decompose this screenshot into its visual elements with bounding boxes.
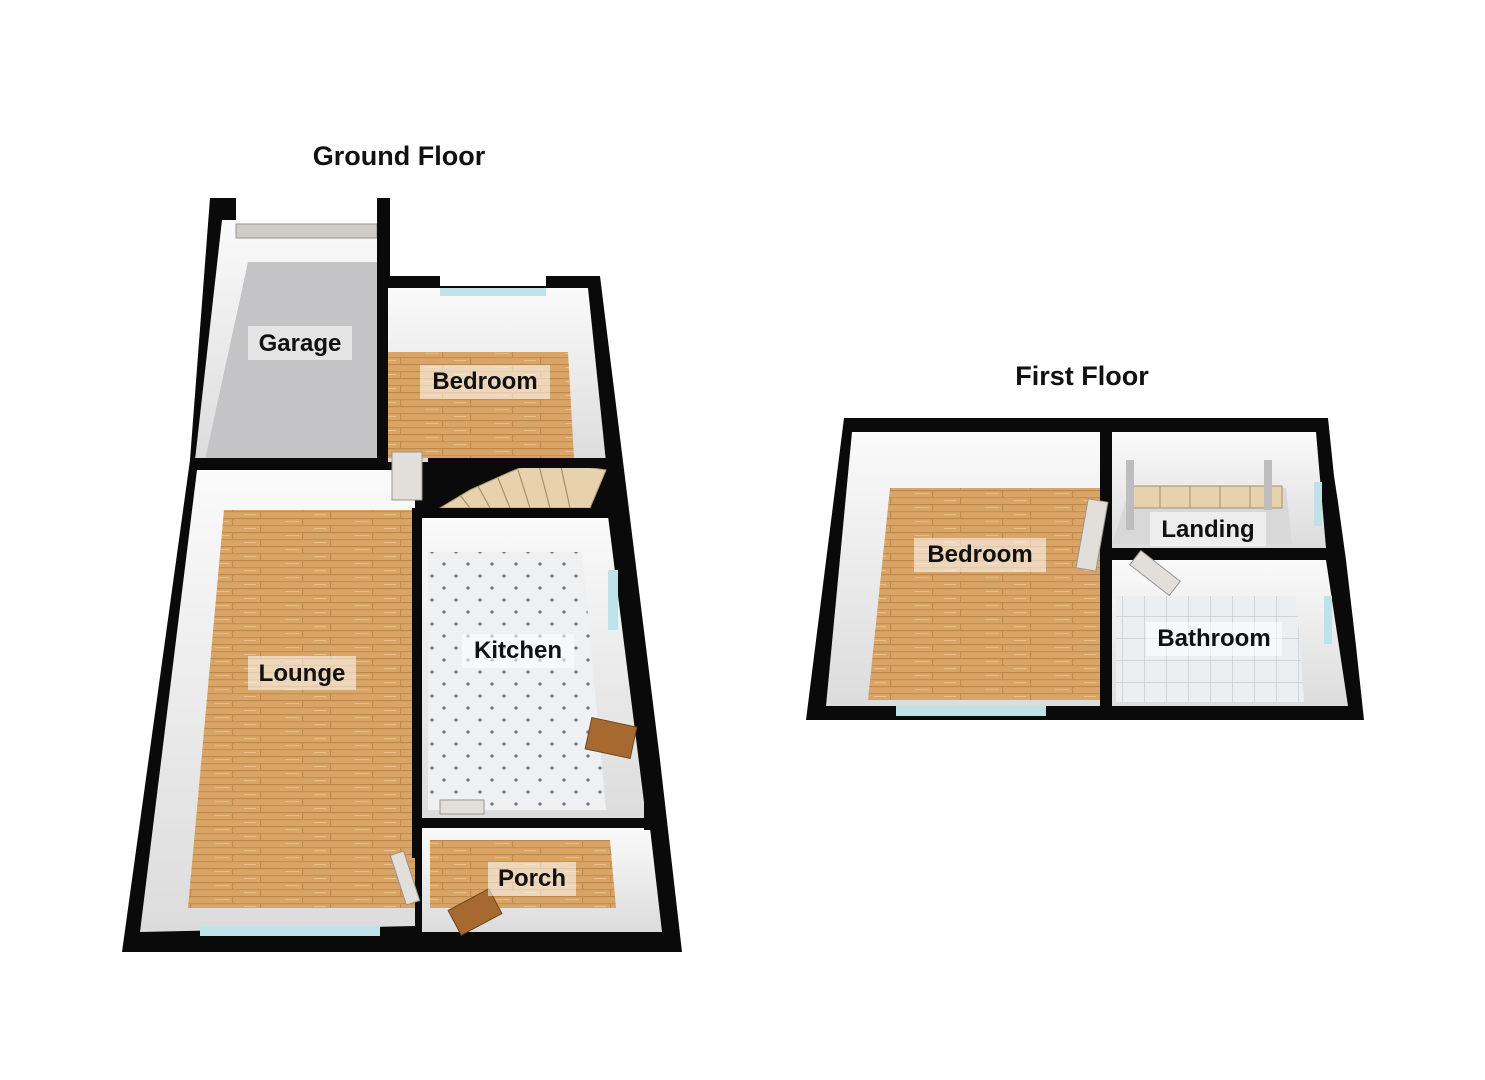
landing-window	[1314, 482, 1322, 526]
first-bedroom-window	[896, 706, 1046, 716]
first-bedroom-label-bg	[914, 538, 1046, 572]
landing-stairs	[1126, 460, 1283, 530]
bathroom-door	[1129, 549, 1181, 597]
ground-bedroom-label-bg	[420, 365, 550, 399]
garage-door	[235, 223, 378, 239]
landing-label: Landing	[1161, 516, 1254, 543]
lounge-label-bg	[248, 656, 356, 690]
bathroom-label: Bathroom	[1157, 625, 1270, 652]
lounge-label: Lounge	[259, 660, 346, 687]
landing-label-bg	[1150, 512, 1266, 546]
porch-label-bg	[488, 862, 576, 896]
ground-floor-internal-walls	[190, 220, 656, 858]
garage-label: Garage	[259, 330, 342, 357]
first-floor-internal-walls	[1100, 426, 1332, 716]
porch-door	[447, 888, 503, 936]
garage-floor	[205, 262, 377, 460]
first-bedroom-door	[1075, 498, 1109, 572]
kitchen-window	[608, 570, 618, 630]
ground-bedroom-window	[440, 288, 546, 296]
lounge-floor	[188, 510, 415, 908]
lounge-window	[200, 926, 380, 936]
ground-stairs-steps	[459, 461, 571, 509]
first-bedroom-floor	[868, 488, 1100, 700]
kitchen-label: Kitchen	[474, 637, 562, 664]
kitchen-door	[584, 716, 638, 760]
ground-bedroom-door	[391, 451, 423, 501]
lounge-porch-door	[389, 850, 421, 906]
ground-floor-title: Ground Floor	[313, 141, 486, 171]
porch-label: Porch	[498, 865, 566, 892]
ground-bedroom-label: Bedroom	[432, 368, 537, 395]
bathroom-label-bg	[1146, 622, 1282, 656]
first-bedroom-label: Bedroom	[927, 541, 1032, 568]
first-floor-title: First Floor	[1015, 361, 1149, 391]
kitchen-floor	[428, 552, 606, 810]
garage-label-bg	[248, 326, 352, 360]
kitchen-inner-door	[439, 799, 485, 815]
kitchen-label-bg	[462, 634, 574, 668]
bathroom-window	[1324, 596, 1332, 644]
